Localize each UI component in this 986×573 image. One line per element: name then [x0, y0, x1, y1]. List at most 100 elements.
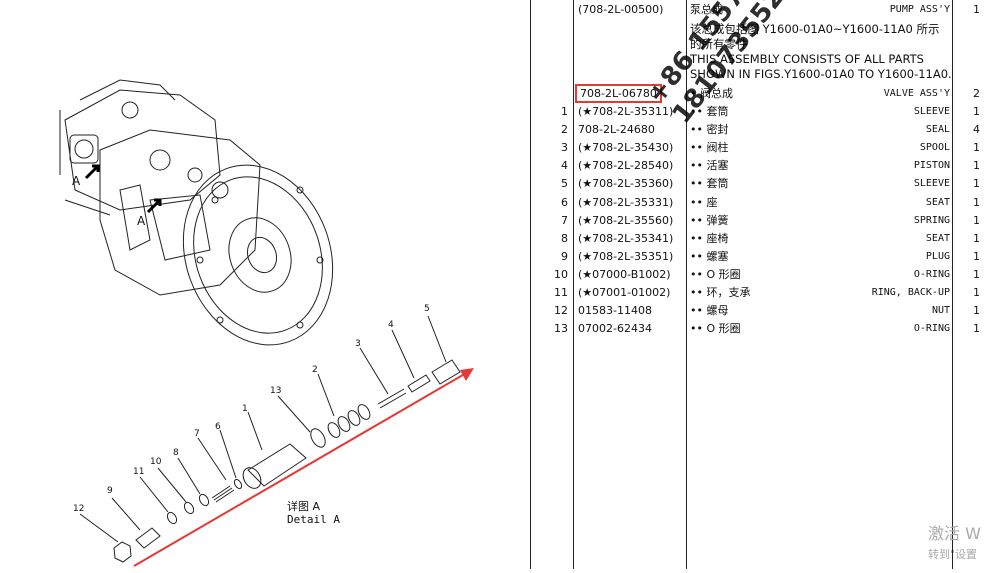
row-description: •• 套筒 SLEEVE	[690, 175, 950, 193]
row-part-number[interactable]: (★708-2L-35560)	[578, 214, 674, 227]
part-spool	[377, 388, 407, 409]
callout-a: A	[137, 214, 146, 228]
row-item-number: 3	[561, 141, 568, 154]
header-part-number: (708-2L-00500)	[578, 3, 664, 16]
header-desc-en: PUMP ASS'Y	[889, 4, 950, 15]
row-part-number[interactable]: (★708-2L-35360)	[578, 177, 674, 190]
row-desc-cn: •• 套筒	[690, 177, 729, 190]
row-part-number[interactable]: 07002-62434	[578, 322, 652, 335]
axis-arrow	[133, 371, 469, 567]
row-item-number: 7	[561, 214, 568, 227]
row-desc-cn: •• 座	[690, 196, 718, 209]
header-description: 泵总成 PUMP ASS'Y	[690, 1, 950, 19]
row-desc-cn: •• 套筒	[690, 105, 729, 118]
callout-4: 4	[388, 320, 394, 330]
row-qty: 1	[973, 214, 980, 227]
row-part-number[interactable]: (★708-2L-35331)	[578, 196, 674, 209]
callout-a: A	[72, 174, 81, 188]
callout-5: 5	[424, 304, 430, 314]
assembly-part-number[interactable]: 708-2L-06780	[575, 84, 662, 103]
row-desc-en: SEAL	[925, 124, 950, 135]
row-part-number[interactable]: (★07000-B1002)	[578, 268, 671, 281]
row-desc-en: PLUG	[925, 251, 950, 262]
pump-illustration	[59, 79, 474, 567]
row-part-number[interactable]: (★708-2L-35351)	[578, 250, 674, 263]
part-plug	[135, 527, 161, 549]
assembly-desc-cn: • 阀总成	[690, 87, 733, 100]
callout-9: 9	[107, 486, 113, 496]
row-part-number[interactable]: 708-2L-24680	[578, 123, 655, 136]
row-desc-cn: •• 螺塞	[690, 250, 729, 263]
row-item-number: 12	[554, 304, 568, 317]
row-part-number[interactable]: (★708-2L-35341)	[578, 232, 674, 245]
row-item-number: 13	[554, 322, 568, 335]
axis-arrowhead	[460, 368, 474, 381]
detail-label-en: Detail A	[287, 513, 340, 526]
activation-notice: 激活 W	[928, 524, 981, 543]
callout-11: 11	[133, 467, 145, 477]
row-qty: 1	[973, 250, 980, 263]
row-part-number[interactable]: (★07001-01002)	[578, 286, 671, 299]
row-item-number: 6	[561, 196, 568, 209]
note-en-1: THIS ASSEMBLY CONSISTS OF ALL PARTS	[690, 52, 924, 66]
callout-2: 2	[312, 365, 318, 375]
row-description: •• 螺塞 PLUG	[690, 248, 950, 266]
row-qty: 1	[973, 159, 980, 172]
row-desc-en: SPRING	[913, 215, 950, 226]
column-divider	[952, 0, 953, 569]
parts-drawing: A A 12 9 11 10 8 7 6 1 13 2 3 4 5 详图 A D…	[59, 79, 474, 567]
row-description: •• 座 SEAT	[690, 194, 950, 212]
row-desc-en: NUT	[931, 305, 950, 316]
assembly-qty: 2	[973, 87, 980, 100]
highlighted-part-number[interactable]: 708-2L-06780	[575, 84, 662, 103]
row-part-number[interactable]: 01583-11408	[578, 304, 652, 317]
row-part-number[interactable]: (★708-2L-35430)	[578, 141, 674, 154]
row-qty: 1	[973, 304, 980, 317]
assembly-description: • 阀总成 VALVE ASS'Y	[690, 85, 950, 103]
row-desc-cn: •• 阀柱	[690, 141, 729, 154]
parts-table: (708-2L-00500) 泵总成 PUMP ASS'Y 1 该总成包括图 Y…	[530, 0, 986, 569]
row-desc-en: SLEEVE	[913, 178, 950, 189]
row-desc-cn: •• 螺母	[690, 304, 729, 317]
row-qty: 1	[973, 286, 980, 299]
callout-6: 6	[215, 422, 221, 432]
callout-1: 1	[242, 404, 248, 414]
pump-body-lower	[99, 129, 261, 296]
flywheel-housing	[182, 164, 334, 346]
row-qty: 4	[973, 123, 980, 136]
row-part-number[interactable]: (★708-2L-35311)	[578, 105, 674, 118]
callout-12: 12	[73, 504, 85, 514]
callout-13: 13	[270, 386, 282, 396]
row-desc-en: SEAT	[925, 197, 950, 208]
row-desc-en: PISTON	[913, 160, 950, 171]
column-divider	[530, 0, 531, 569]
row-desc-en: RING, BACK-UP	[871, 287, 950, 298]
pump-body-upper	[64, 89, 221, 211]
row-desc-cn: •• 座椅	[690, 232, 729, 245]
row-item-number: 4	[561, 159, 568, 172]
note-en-2: SHOWN IN FIGS.Y1600-01A0 TO Y1600-11A0.	[690, 67, 952, 81]
row-part-number[interactable]: (★708-2L-28540)	[578, 159, 674, 172]
row-qty: 1	[973, 232, 980, 245]
row-desc-en: O-RING	[913, 323, 950, 334]
header-qty: 1	[973, 3, 980, 16]
note-cn-1: 该总成包括图 Y1600-01A0~Y1600-11A0 所示	[690, 22, 940, 36]
part-sleeve-2	[431, 359, 461, 385]
row-qty: 1	[973, 196, 980, 209]
row-qty: 1	[973, 268, 980, 281]
column-divider	[686, 0, 687, 569]
row-item-number: 8	[561, 232, 568, 245]
part-piston	[407, 374, 431, 393]
column-divider	[573, 0, 574, 569]
part-sleeve	[247, 443, 307, 487]
assembly-desc-en: VALVE ASS'Y	[883, 88, 950, 99]
callout-3: 3	[355, 339, 361, 349]
